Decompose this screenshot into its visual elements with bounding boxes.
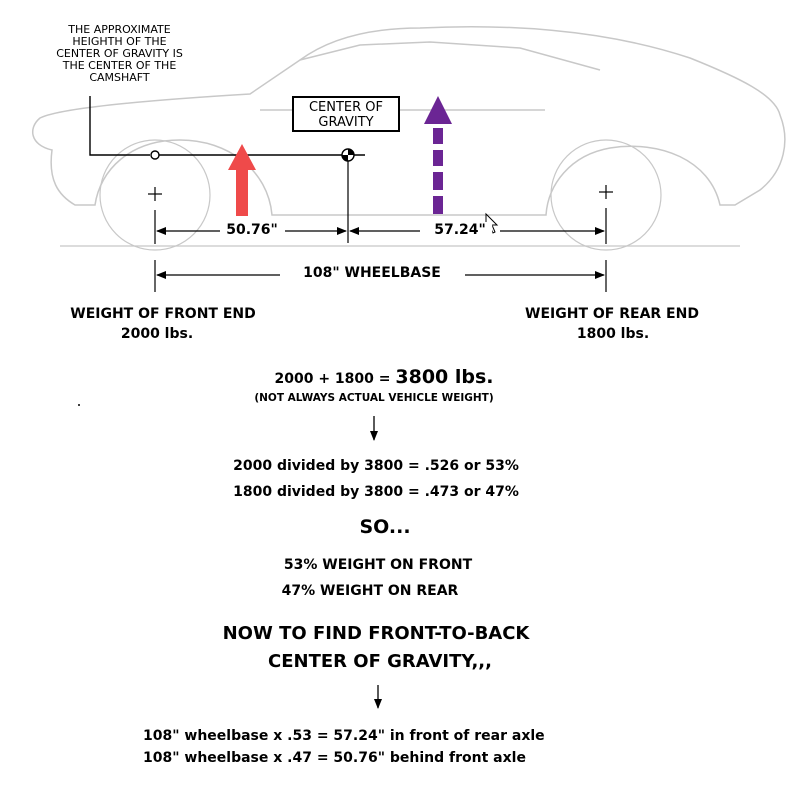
sum-result: 3800 lbs. [395, 366, 494, 388]
extension-lines [154, 208, 607, 292]
front-weight-arrow [228, 144, 256, 216]
front-dimension-label: 50.76" [220, 222, 284, 238]
cg-height-note: THE APPROXIMATE HEIGHTH OF THE CENTER OF… [56, 23, 183, 84]
rear-weight-value: 1800 lbs. [576, 326, 650, 342]
division-line-1: 2000 divided by 3800 = .526 or 53% [233, 458, 519, 474]
division-line-2: 1800 divided by 3800 = .473 or 47% [233, 484, 519, 500]
rear-dimension-label: 57.24" [428, 222, 492, 238]
so-label: SO... [359, 516, 411, 538]
front-weight-label: WEIGHT OF FRONT END [70, 306, 256, 322]
result-line-1: 108" wheelbase x .53 = 57.24" in front o… [143, 728, 545, 744]
cg-symbol [341, 148, 355, 243]
cg-height-line [89, 96, 365, 160]
front-weight-value: 2000 lbs. [120, 326, 194, 342]
rear-weight-arrow [424, 96, 452, 214]
sum-prefix: 2000 + 1800 = [274, 371, 391, 387]
sum-line: 2000 + 1800 = 3800 lbs. [274, 366, 493, 388]
rear-axle-mark [599, 185, 613, 199]
front-axle-mark [148, 187, 162, 201]
sum-note: (NOT ALWAYS ACTUAL VEHICLE WEIGHT) [254, 392, 494, 404]
rear-weight-label: WEIGHT OF REAR END [525, 306, 699, 322]
cg-label-box: CENTER OF GRAVITY [292, 96, 400, 132]
rear-percent: 47% WEIGHT ON REAR [281, 583, 459, 599]
dimension-lines [156, 227, 605, 279]
find-heading-line-1: NOW TO FIND FRONT-TO-BACK [222, 623, 530, 644]
wheelbase-label: 108" WHEELBASE [297, 265, 447, 281]
result-line-2: 108" wheelbase x .47 = 50.76" behind fro… [143, 750, 526, 766]
find-heading-line-2: CENTER OF GRAVITY,,, [268, 651, 492, 672]
front-percent: 53% WEIGHT ON FRONT [283, 557, 473, 573]
cg-label: CENTER OF GRAVITY [308, 100, 384, 130]
